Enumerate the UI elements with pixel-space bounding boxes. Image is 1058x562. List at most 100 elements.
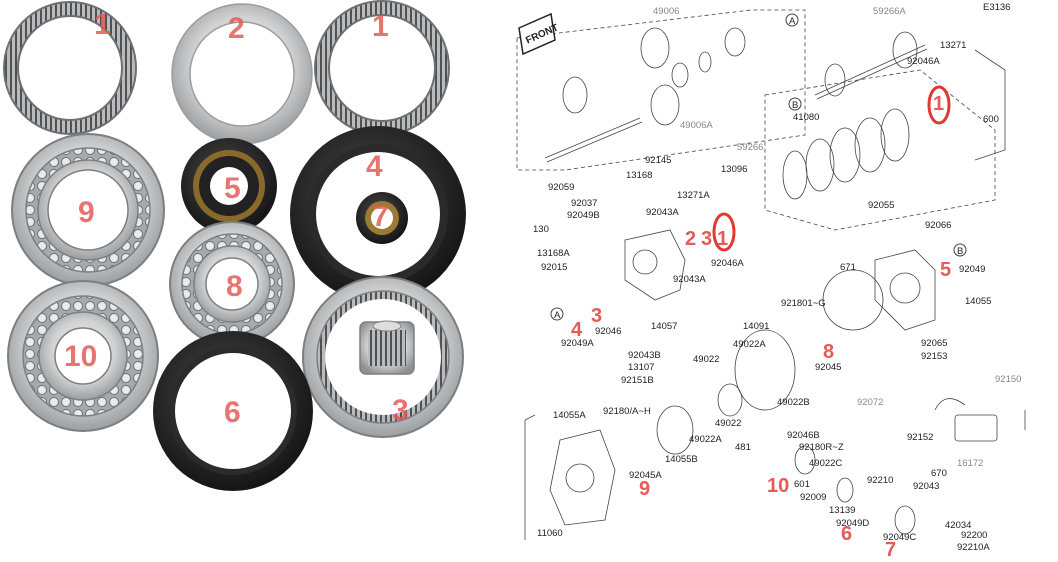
needle-thrust-bearing-left [3,1,137,135]
highlight-ring [712,212,736,252]
part-number: 92009 [800,492,826,503]
photo-label: 4 [366,150,383,183]
part-number: 14091 [743,321,769,332]
part-number: 600 [983,114,999,125]
svg-text:A: A [789,16,796,27]
part-number: 92046A [711,258,744,269]
diagram-label: 3 [591,305,602,327]
part-number: 92152 [907,432,933,443]
photo-label: 1 [372,10,389,43]
part-number: 92200 [961,530,987,541]
diagram-label: 3 [701,228,712,250]
part-number: 41080 [793,112,819,123]
circle-ref-b-lower: B [953,243,967,257]
photo-label: 6 [224,396,241,429]
part-number: 49006 [653,6,679,17]
part-number: 921801~G [781,298,826,309]
needle-thrust-bearing-right [314,0,450,136]
svg-text:B: B [957,246,963,257]
part-number: 92045A [629,470,662,481]
part-number: 49022 [715,418,741,429]
part-number: 92046B [787,430,820,441]
part-number: 14057 [651,321,677,332]
part-number: 14055 [965,296,991,307]
part-number: 59266 [737,142,763,153]
part-number: 13096 [721,164,747,175]
diagram-label: 2 [685,228,696,250]
part-number: 92043 [913,481,939,492]
part-number: 92043A [673,274,706,285]
thrust-washer [171,3,313,145]
part-number: 481 [735,442,751,453]
highlight-ring [927,85,951,125]
part-number: 14055B [665,454,698,465]
oil-seal-7 [356,192,408,244]
part-number: 92145 [645,155,671,166]
part-number: 49022 [693,354,719,365]
ball-bearing-9 [11,133,165,287]
photo-label: 7 [372,200,389,233]
product-photo: 1 2 1 9 5 4 7 8 10 6 3 [3,0,466,491]
photo-label: 3 [392,394,409,427]
exploded-parts-diagram: FRONT E3136 A B A B 49006 59266A 13271 9… [516,2,1026,561]
part-number: 13168 [626,170,652,181]
needle-roller-bushing [359,320,415,375]
part-number: 92043B [628,350,661,361]
part-number: 49022A [733,339,766,350]
part-number: 92055 [868,200,894,211]
diagram-code: E3136 [983,2,1010,13]
part-number: 49022B [777,397,810,408]
part-number: 92153 [921,351,947,362]
circle-ref-b-upper: B [788,97,802,111]
circle-ref-a-upper: A [785,13,799,27]
photo-label: 5 [224,172,241,205]
front-arrow: FRONT [518,12,560,56]
part-number: 14055A [553,410,586,421]
part-number: 92049A [561,338,594,349]
part-number: 92150 [995,374,1021,385]
part-number: 16172 [957,458,983,469]
part-number: 49006A [680,120,713,131]
part-number: 92043A [646,207,679,218]
part-number: 11060 [537,528,563,539]
ball-bearing-8 [169,221,295,347]
photo-label: 10 [64,340,97,373]
part-number: 13139 [829,505,855,516]
part-number: 92210A [957,542,990,553]
diagram-label: 10 [767,475,789,497]
part-number: 92046 [595,326,621,337]
part-number: 49022C [809,458,842,469]
part-number: 671 [840,262,856,273]
part-number: 130 [533,224,549,235]
svg-text:A: A [554,310,561,321]
part-number: 670 [931,468,947,479]
part-number: 92180R~Z [799,442,844,453]
part-numbers: 49006 59266A 13271 92046A 600 49006A 592… [533,6,1021,553]
part-number: 49022A [689,434,722,445]
part-number: 92049C [883,532,916,543]
part-number: 92180/A~H [603,406,651,417]
part-number: 92049D [836,518,869,529]
part-number: 13168A [537,248,570,259]
diagram-label: 1 [933,93,944,115]
photo-label: 2 [228,12,245,45]
part-number: 92151B [621,375,654,386]
diagram-label: 1 [717,228,728,250]
diagram-label: 9 [639,478,650,500]
photo-label: 8 [226,270,243,303]
part-number: 92210 [867,475,893,486]
diagram-label: 4 [571,319,583,341]
part-number: 92059 [548,182,574,193]
diagram-label: 5 [940,259,951,281]
part-number: 92046A [907,56,940,67]
circle-ref-a-lower: A [550,307,564,321]
part-number: 13271A [677,190,710,201]
part-number: 92049 [959,264,985,275]
part-number: 92015 [541,262,567,273]
part-number: 42034 [945,520,971,531]
photo-label: 1 [94,8,111,41]
diagram-labels: 1 2 3 4 3 1 5 8 9 10 6 7 [571,93,951,561]
diagram-label: 7 [885,539,896,561]
part-number: 92065 [921,338,947,349]
part-number: 59266A [873,6,906,17]
